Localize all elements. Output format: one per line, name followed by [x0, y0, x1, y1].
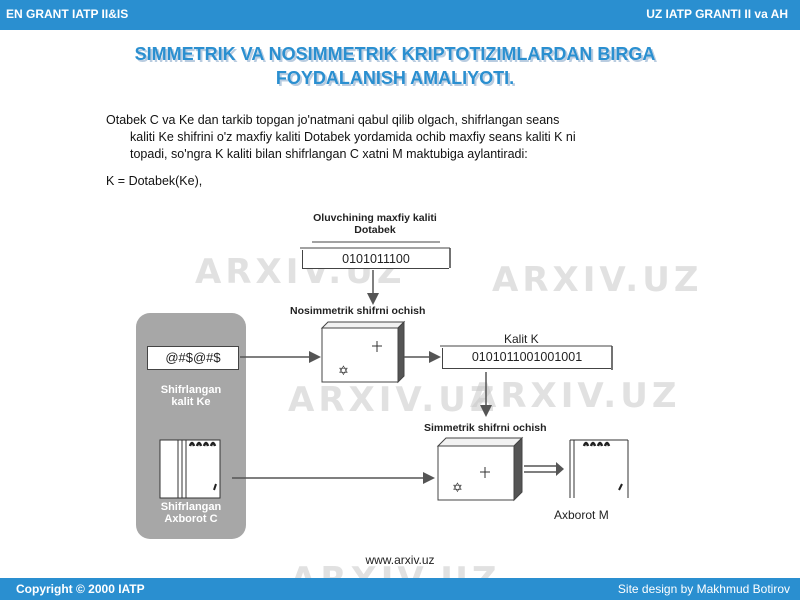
encrypted-key-box: @#$@#$	[147, 346, 239, 370]
arrow-sym-to-output	[524, 462, 564, 476]
encrypted-message-label: Shifrlangan Axborot C	[136, 501, 246, 525]
footer-url[interactable]: www.arxiv.uz	[365, 553, 435, 567]
header-right-text: UZ IATP GRANTI II va AH	[646, 7, 788, 21]
watermark: ARXIV.UZ	[470, 376, 681, 416]
output-message-document-icon	[569, 439, 629, 498]
encrypted-message-label-line-1: Shifrlangan	[160, 501, 222, 513]
footer-bar: Copyright © 2000 IATP Site design by Mak…	[0, 578, 800, 600]
paragraph-line-3: topadi, so'ngra K kaliti bilan shifrlang…	[130, 147, 528, 161]
receiver-key-value-box: 0101011100	[302, 250, 449, 269]
asymmetric-decrypt-label: Nosimmetrik shifrni ochish	[290, 305, 426, 317]
watermark: ARXIV.UZ	[288, 380, 499, 420]
receiver-key-label-line-2: Dotabek	[354, 224, 396, 236]
footer-copyright: Copyright © 2000 IATP	[16, 582, 145, 596]
session-key-value: 0101011001001001	[471, 350, 583, 364]
formula-text: K = Dotabek(Ke),	[106, 174, 203, 188]
footer-credit: Site design by Makhmud Botirov	[617, 582, 790, 596]
watermark: ARXIV.UZ	[492, 260, 703, 300]
body-paragraph: Otabek C va Ke dan tarkib topgan jo'natm…	[106, 112, 706, 163]
receiver-key-label: Oluvchining maxfiy kaliti Dotabek	[280, 212, 470, 236]
encrypted-message-document-icon	[159, 439, 221, 499]
receiver-key-label-line-1: Oluvchining maxfiy kaliti	[313, 212, 437, 224]
asymmetric-decrypt-box: ✡	[320, 320, 406, 384]
symmetric-decrypt-box: ✡	[436, 436, 524, 502]
paragraph-line-2: kaliti Ke shifrini o'z maxfiy kaliti Dot…	[130, 130, 576, 144]
slide-title: SIMMETRIK VA NOSIMMETRIK KRIPTOTIZIMLARD…	[0, 42, 790, 90]
encrypted-key-label-line-1: Shifrlangan	[160, 384, 222, 396]
encrypted-message-label-line-2: Axborot C	[164, 513, 218, 525]
session-key-frame	[440, 345, 613, 370]
header-left-text: EN GRANT IATP II&IS	[6, 7, 129, 21]
encrypted-key-label-line-2: kalit Ke	[171, 396, 211, 408]
session-key-value-box: 0101011001001001	[442, 348, 611, 369]
svg-text:✡: ✡	[452, 481, 463, 496]
header-bar: EN GRANT IATP II&IS UZ IATP GRANTI II va…	[0, 0, 800, 30]
slide-title-line-2: FOYDALANISH AMALIYOTI.	[275, 68, 515, 88]
svg-text:✡: ✡	[338, 364, 349, 379]
encrypted-key-label: Shifrlangan kalit Ke	[136, 384, 246, 408]
receiver-key-value: 0101011100	[342, 252, 410, 266]
receiver-key-frame	[300, 241, 451, 268]
slide-title-line-1: SIMMETRIK VA NOSIMMETRIK KRIPTOTIZIMLARD…	[134, 44, 656, 64]
symmetric-decrypt-label: Simmetrik shifrni ochish	[424, 422, 547, 434]
session-key-label: Kalit K	[504, 332, 539, 346]
paragraph-line-1: Otabek C va Ke dan tarkib topgan jo'natm…	[106, 113, 560, 127]
output-message-label: Axborot M	[554, 508, 609, 522]
